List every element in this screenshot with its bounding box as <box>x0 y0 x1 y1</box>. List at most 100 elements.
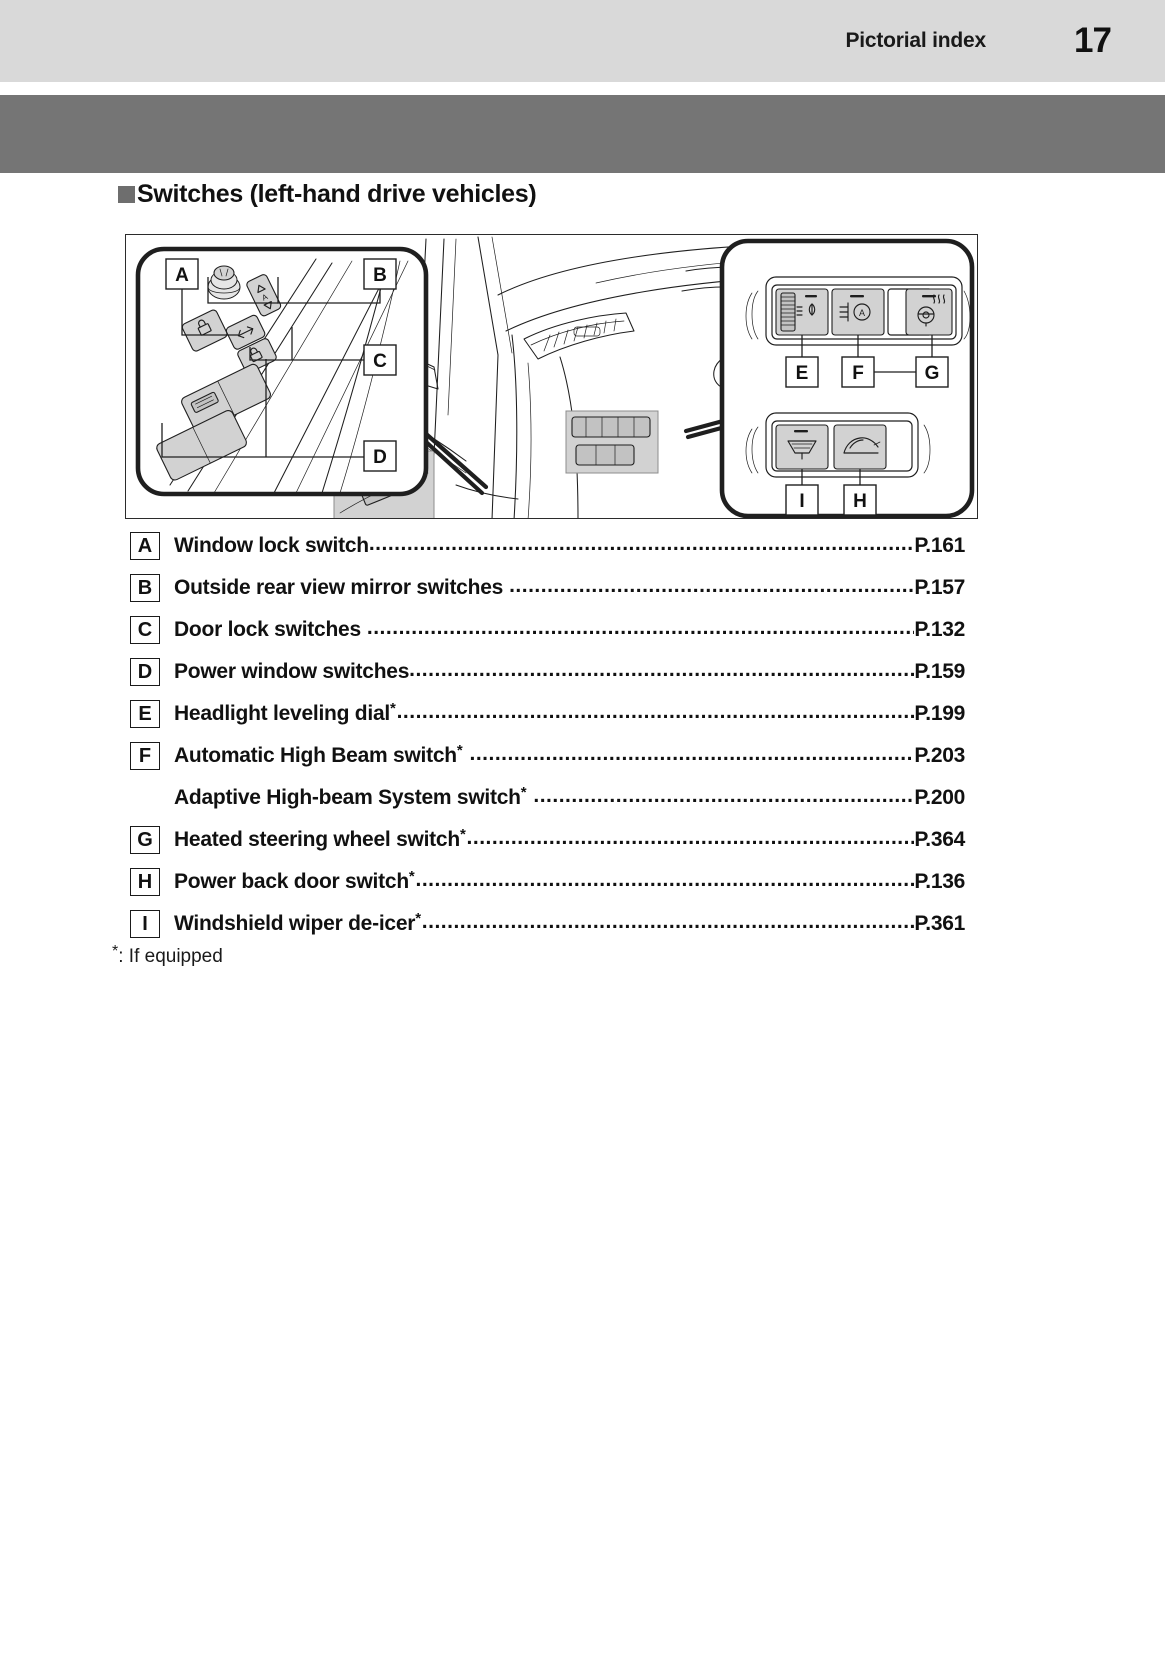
legend-row[interactable]: A Window lock switch P.161 <box>130 528 965 570</box>
legend-entry: Outside rear view mirror switches P.157 <box>174 570 965 606</box>
legend-label: Adaptive High-beam System switch <box>174 786 521 809</box>
if-equipped-marker: * <box>456 742 463 759</box>
power-window-switches <box>156 363 271 481</box>
chapter-gray-band <box>0 95 1165 173</box>
callout-label-I: I <box>785 469 819 516</box>
callout-label-F: F <box>841 335 875 388</box>
switches-diagram-svg: .ln { fill:none; stroke:#1f1f1f; stroke-… <box>135 236 975 518</box>
callout-label-B: B <box>207 258 397 304</box>
svg-text:C: C <box>373 351 387 372</box>
right-callout-box: A <box>683 238 975 518</box>
legend-row[interactable]: E Headlight leveling dial * P.199 <box>130 696 965 738</box>
heated-steering-wheel-switch <box>905 288 953 336</box>
section-heading: Switches (left-hand drive vehicles) <box>118 180 537 209</box>
callout-label-E: E <box>785 335 819 388</box>
svg-text:G: G <box>925 363 940 384</box>
leader-dots <box>369 526 914 562</box>
legend-entry: Door lock switches P.132 <box>174 612 965 648</box>
legend-page-ref[interactable]: P.159 <box>914 660 965 683</box>
legend-row[interactable]: F Automatic High Beam switch * P.203 <box>130 738 965 780</box>
legend-label: Heated steering wheel switch <box>174 828 460 851</box>
legend-letter-box: A <box>130 532 160 560</box>
legend-row[interactable]: Adaptive High-beam System switch * P.200 <box>130 780 965 822</box>
if-equipped-marker: * <box>389 700 396 717</box>
legend-page-ref[interactable]: P.161 <box>914 534 965 557</box>
if-equipped-marker: * <box>459 826 466 843</box>
callout-label-G: G <box>874 335 949 388</box>
svg-text:A: A <box>175 265 189 286</box>
svg-text:A: A <box>859 308 865 318</box>
legend-page-ref[interactable]: P.132 <box>914 618 965 641</box>
power-back-door-switch <box>833 424 887 470</box>
headlight-leveling-dial-switch <box>775 288 829 336</box>
legend-page-ref[interactable]: P.199 <box>914 702 965 725</box>
legend-row[interactable]: G Heated steering wheel switch * P.364 <box>130 822 965 864</box>
leader-dots <box>409 652 914 688</box>
legend-label: Window lock switch <box>174 534 369 557</box>
legend-entry: Headlight leveling dial * P.199 <box>174 696 965 734</box>
mirror-select-switch: A <box>246 274 282 317</box>
if-equipped-marker: * <box>415 910 421 927</box>
highlighted-console-switches <box>565 410 659 474</box>
legend-label: Power back door switch <box>174 870 409 893</box>
leader-dots <box>422 904 915 940</box>
legend-entry: Power back door switch * P.136 <box>174 864 965 902</box>
legend-label: Automatic High Beam switch <box>174 744 457 767</box>
svg-text:D: D <box>373 447 387 468</box>
legend-page-ref[interactable]: P.200 <box>914 786 965 809</box>
switches-illustration: .ln { fill:none; stroke:#1f1f1f; stroke-… <box>125 234 978 519</box>
legend-page-ref[interactable]: P.361 <box>914 912 965 935</box>
legend-letter-box: I <box>130 910 160 938</box>
legend-list: A Window lock switch P.161 B Outside rea… <box>130 528 965 948</box>
legend-label: Outside rear view mirror switches <box>174 576 504 599</box>
svg-text:E: E <box>796 363 809 384</box>
footnote-star: * <box>112 943 119 960</box>
windshield-wiper-deicer-switch <box>775 424 829 470</box>
legend-entry: Window lock switch P.161 <box>174 528 965 564</box>
window-lock-switch <box>181 309 228 352</box>
callout-label-H: H <box>843 469 877 516</box>
svg-text:B: B <box>373 265 387 286</box>
legend-row[interactable]: B Outside rear view mirror switches P.15… <box>130 570 965 612</box>
legend-row[interactable]: D Power window switches P.159 <box>130 654 965 696</box>
legend-letter-box: B <box>130 574 160 602</box>
legend-row[interactable]: I Windshield wiper de-icer * P.361 <box>130 906 965 948</box>
leader-dots <box>533 778 914 814</box>
legend-row[interactable]: H Power back door switch * P.136 <box>130 864 965 906</box>
legend-entry: Heated steering wheel switch * P.364 <box>174 822 965 860</box>
legend-letter-box: F <box>130 742 160 770</box>
legend-row[interactable]: C Door lock switches P.132 <box>130 612 965 654</box>
leader-dots <box>469 736 914 772</box>
section-heading-text: Switches (left-hand drive vehicles) <box>137 180 537 208</box>
if-equipped-marker: * <box>520 784 527 801</box>
header-title: Pictorial index <box>845 29 986 52</box>
mirror-adjust-dial <box>207 265 241 300</box>
svg-text:I: I <box>799 491 804 512</box>
if-equipped-marker: * <box>408 868 415 885</box>
legend-page-ref[interactable]: P.136 <box>914 870 965 893</box>
legend-entry: Adaptive High-beam System switch * P.200 <box>174 780 965 818</box>
legend-page-ref[interactable]: P.364 <box>914 828 965 851</box>
lower-switch-bank <box>745 412 931 478</box>
svg-text:F: F <box>852 363 864 384</box>
legend-label: Power window switches <box>174 660 410 683</box>
legend-letter-box: H <box>130 868 160 896</box>
legend-entry: Power window switches P.159 <box>174 654 965 690</box>
svg-text:H: H <box>853 491 867 512</box>
callout-label-A: A <box>165 258 238 336</box>
footnote: * : If equipped <box>112 943 223 968</box>
page-number: 17 <box>1074 21 1112 60</box>
legend-letter-box: D <box>130 658 160 686</box>
legend-label: Headlight leveling dial <box>174 702 390 725</box>
automatic-high-beam-switch: A <box>831 288 885 336</box>
upper-switch-bank: A <box>745 276 971 346</box>
leader-dots <box>509 568 914 604</box>
running-header: Pictorial index 17 <box>0 0 1165 82</box>
left-callout-box: A <box>135 246 489 497</box>
leader-dots <box>367 610 914 646</box>
legend-page-ref[interactable]: P.157 <box>914 576 965 599</box>
square-bullet-icon <box>118 186 135 203</box>
legend-page-ref[interactable]: P.203 <box>914 744 965 767</box>
legend-letter-box: C <box>130 616 160 644</box>
callout-label-C: C <box>249 327 397 376</box>
